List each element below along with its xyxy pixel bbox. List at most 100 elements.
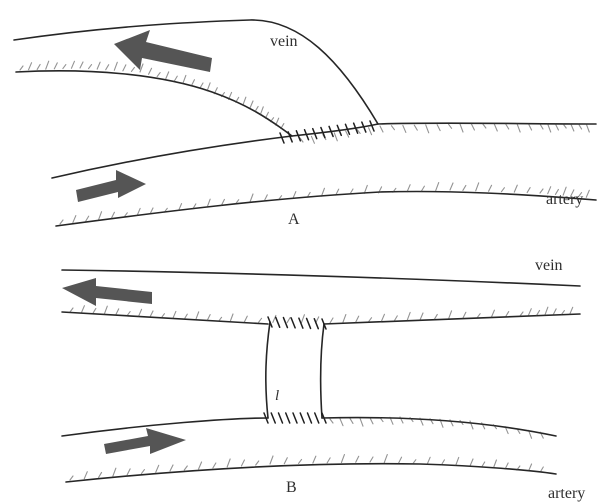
shading-stroke — [436, 183, 439, 191]
shading-stroke — [489, 185, 492, 191]
shading-stroke — [127, 469, 130, 475]
panel-a-artery-shading — [60, 124, 589, 224]
suture-stitch — [291, 318, 295, 328]
shading-stroke — [184, 466, 187, 470]
shading-stroke — [199, 462, 202, 469]
shading-stroke — [571, 124, 574, 131]
shading-stroke — [586, 190, 589, 197]
shading-stroke — [99, 472, 102, 477]
shading-stroke — [20, 66, 23, 70]
shading-stroke — [463, 185, 466, 190]
shading-stroke — [114, 62, 117, 70]
shading-stroke — [270, 456, 273, 464]
shading-stroke — [157, 73, 160, 77]
shading-stroke — [356, 316, 359, 322]
shading-stroke — [528, 309, 531, 316]
shading-stroke — [391, 126, 394, 130]
shading-stroke — [520, 312, 523, 316]
shading-stroke — [104, 306, 107, 314]
shading-stroke — [313, 456, 316, 463]
panel-a-vein-flow-arrow — [114, 30, 212, 72]
shading-stroke — [174, 76, 177, 81]
shading-stroke — [381, 314, 384, 321]
panel-b-vein-upper-wall — [62, 270, 580, 286]
shading-stroke — [553, 309, 556, 315]
shading-stroke — [460, 124, 463, 132]
suture-stitch — [271, 413, 275, 423]
shading-stroke — [494, 124, 497, 131]
panel-a-artery-flow-arrow — [76, 170, 146, 202]
shading-stroke — [427, 457, 430, 464]
shading-stroke — [330, 419, 333, 423]
shading-stroke — [46, 61, 49, 69]
suture-stitch — [276, 317, 280, 327]
shading-stroke — [370, 418, 373, 424]
shading-stroke — [463, 312, 466, 318]
suture-stitch — [286, 413, 290, 423]
panel-a-vein-lower-wall — [16, 71, 292, 136]
shading-stroke — [287, 318, 290, 323]
shading-stroke — [456, 457, 459, 465]
shading-stroke — [207, 315, 210, 321]
panel-b-artery-upper-wall — [62, 418, 556, 436]
shading-stroke — [200, 83, 203, 88]
panel-a-artery-label: artery — [546, 191, 583, 208]
shading-stroke — [276, 118, 279, 125]
shading-stroke — [407, 312, 410, 320]
shading-stroke — [449, 311, 452, 319]
shading-stroke — [93, 308, 96, 313]
shading-stroke — [73, 216, 76, 223]
shading-stroke — [369, 128, 372, 135]
shading-stroke — [139, 309, 142, 316]
suture-stitch — [308, 413, 312, 423]
shading-stroke — [260, 107, 263, 115]
shading-stroke — [426, 125, 429, 133]
panel-b-graft-right-wall — [321, 324, 324, 418]
shading-stroke — [63, 65, 66, 69]
shading-stroke — [256, 461, 259, 465]
panel-b-graft-left-wall — [266, 322, 270, 418]
panel-a-artery — [52, 123, 596, 226]
shading-stroke — [281, 124, 284, 129]
shading-stroke — [150, 311, 153, 317]
shading-stroke — [29, 63, 32, 70]
panel-b-graft: l — [264, 317, 326, 423]
shading-stroke — [340, 419, 343, 426]
shading-stroke — [99, 212, 102, 220]
shading-stroke — [548, 124, 551, 132]
shading-stroke — [156, 465, 159, 472]
shading-stroke — [540, 124, 543, 129]
shading-stroke — [230, 314, 233, 322]
panel-a-artery-upper-wall — [52, 123, 596, 178]
panel-b-artery-label: artery — [548, 485, 585, 502]
shading-stroke — [506, 312, 509, 317]
shading-stroke — [191, 80, 194, 86]
shading-stroke — [244, 316, 247, 322]
shading-stroke — [173, 311, 176, 318]
shading-stroke — [84, 472, 87, 479]
panel-b-panel-label: B — [286, 479, 297, 496]
shading-stroke — [196, 312, 199, 320]
shading-stroke — [421, 186, 424, 191]
shading-stroke — [394, 316, 397, 321]
shading-stroke — [70, 308, 73, 312]
shading-stroke — [414, 125, 417, 130]
panel-a-vein — [14, 20, 378, 136]
shading-stroke — [213, 463, 216, 468]
shading-stroke — [483, 124, 486, 128]
shading-stroke — [514, 185, 517, 192]
shading-stroke — [350, 418, 353, 423]
shading-stroke — [341, 455, 344, 463]
shading-stroke — [586, 124, 589, 132]
shading-stroke — [70, 476, 73, 480]
shading-stroke — [570, 307, 573, 314]
shading-stroke — [111, 212, 114, 218]
shading-stroke — [255, 106, 258, 111]
suture-stitch — [314, 319, 318, 329]
shading-stroke — [299, 459, 302, 463]
shading-stroke — [399, 457, 402, 463]
suture-stitch — [293, 413, 297, 423]
shading-stroke — [259, 318, 262, 322]
shading-stroke — [149, 68, 152, 74]
